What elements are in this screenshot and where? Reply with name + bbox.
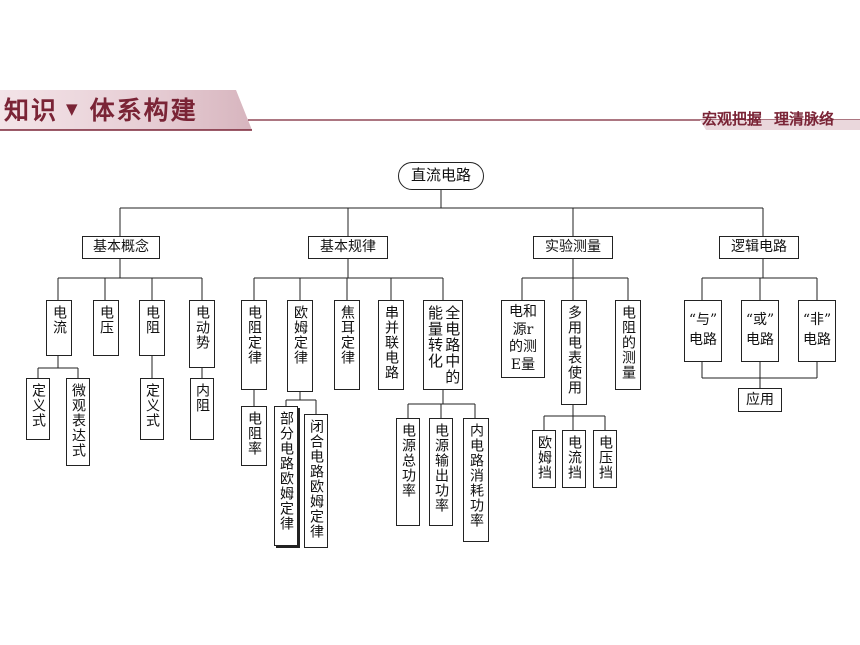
and-gate-circuit-label: 电路 xyxy=(689,332,717,348)
emf-measure-line-1: 电和 xyxy=(509,304,537,320)
not-gate-circuit: “非” 电路 xyxy=(798,300,836,362)
slogan-part-2: 理清脉络 xyxy=(773,110,834,128)
emf-measure-line-3: 的测 xyxy=(509,339,537,355)
section-title-right: 体系构建 xyxy=(89,96,198,125)
section-title-left: 知识 xyxy=(4,96,59,125)
resistance-measure: 电阻的测量 xyxy=(615,300,641,390)
partial-circuit-ohm-law: 部分电路欧姆定律 xyxy=(274,406,298,546)
triangle-down-icon: ▼ xyxy=(66,100,80,118)
resistance-definition: 定义式 xyxy=(140,378,164,440)
law-ohm: 欧姆定律 xyxy=(287,300,313,392)
concept-current: 电流 xyxy=(46,300,72,356)
multimeter-use: 多用电表使用 xyxy=(561,300,587,405)
law-resistance: 电阻定律 xyxy=(241,300,267,390)
law-series-parallel: 串并联电路 xyxy=(378,300,404,390)
law-joule: 焦耳定律 xyxy=(334,300,360,390)
or-gate-label: “或” xyxy=(745,312,775,329)
not-gate-label: “非” xyxy=(802,312,832,329)
internal-consumed-power: 内电路消耗功率 xyxy=(463,418,489,542)
current-microscopic-expression: 微观表达式 xyxy=(66,378,90,466)
and-gate-circuit: “与” 电路 xyxy=(684,300,722,362)
category-basic-laws: 基本规律 xyxy=(308,236,388,259)
closed-circuit-ohm-law: 闭合电路欧姆定律 xyxy=(304,414,328,548)
voltage-range: 电压挡 xyxy=(593,430,617,488)
emf-internal-resistance-measure: 电和 源r 的测 E量 xyxy=(501,300,545,378)
category-basic-concepts: 基本概念 xyxy=(82,236,160,259)
root-node: 直流电路 xyxy=(398,162,484,190)
and-gate-label: “与” xyxy=(688,312,718,329)
or-gate-circuit-label: 电路 xyxy=(746,332,774,348)
slogan-part-1: 宏观把握 xyxy=(701,110,762,128)
concept-emf: 电动势 xyxy=(189,300,215,368)
resistivity: 电阻率 xyxy=(241,406,267,466)
emf-measure-line-4: E量 xyxy=(510,356,536,373)
internal-resistance: 内阻 xyxy=(190,378,214,440)
slogan: 宏观把握理清脉络 xyxy=(702,108,834,129)
ohm-range: 欧姆挡 xyxy=(532,430,556,488)
emf-measure-line-2: 源r xyxy=(512,321,534,338)
current-range: 电流挡 xyxy=(562,430,586,488)
concept-voltage: 电压 xyxy=(93,300,119,356)
or-gate-circuit: “或” 电路 xyxy=(741,300,779,362)
source-total-power: 电源总功率 xyxy=(396,418,420,526)
header-band xyxy=(0,90,860,131)
section-title: 知识 ▼ 体系构建 xyxy=(4,90,198,128)
logic-application: 应用 xyxy=(738,388,782,412)
category-experiments: 实验测量 xyxy=(533,236,613,259)
law-energy-conversion: 全电路中的能量转化 xyxy=(423,300,463,390)
concept-resistance: 电阻 xyxy=(139,300,165,356)
current-definition: 定义式 xyxy=(26,378,50,440)
source-output-power: 电源输出功率 xyxy=(429,418,453,526)
not-gate-circuit-label: 电路 xyxy=(803,332,831,348)
category-logic-circuits: 逻辑电路 xyxy=(719,236,799,259)
